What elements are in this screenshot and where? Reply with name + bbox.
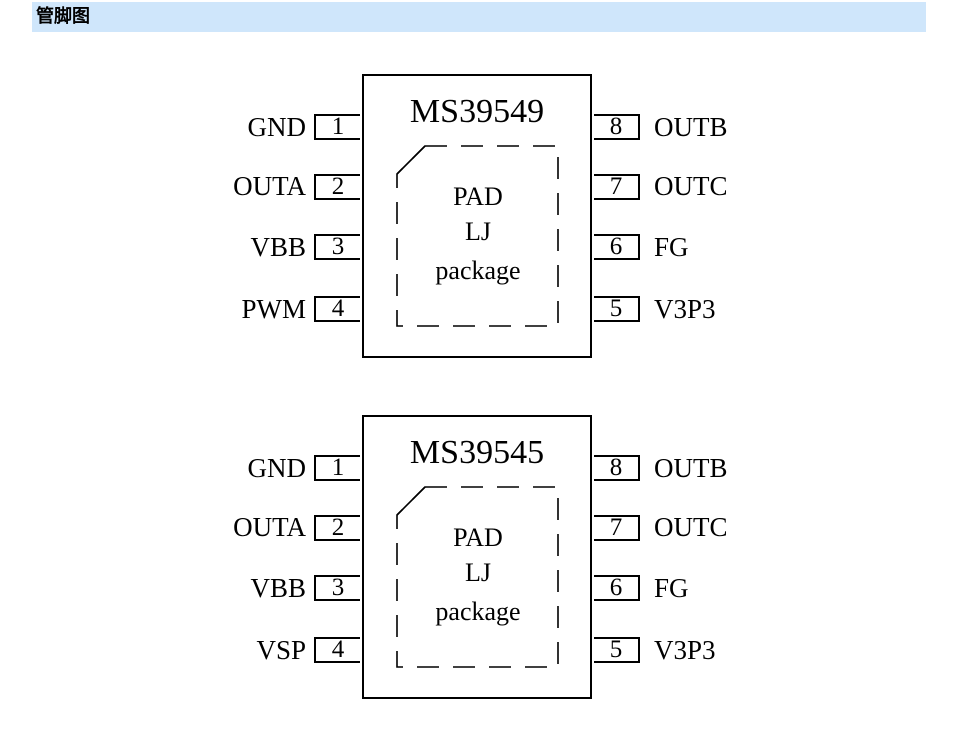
pin-number: 1: [314, 455, 360, 481]
pin-label: OUTC: [654, 512, 728, 542]
pin-label: GND: [247, 112, 307, 142]
chip-body: [362, 415, 592, 699]
pin-label: GND: [247, 453, 307, 483]
section-title: 管脚图: [36, 6, 90, 27]
pad-label: PAD: [453, 523, 503, 552]
pin-label: VBB: [250, 573, 306, 603]
pin-number: 3: [314, 575, 360, 601]
pin-number: 5: [594, 637, 640, 663]
pin-label: PWM: [241, 294, 306, 324]
chip-name: MS39545: [409, 434, 545, 471]
pin-label: VBB: [250, 232, 306, 262]
exposed-pad-outline: [396, 486, 559, 668]
pin-number: 3: [314, 234, 360, 260]
pin-number: 6: [594, 575, 640, 601]
pin-number: 2: [314, 515, 360, 541]
chip-diagram-ms39549: MS39549 PAD LJ package 1 2 3 4 GND OUTA …: [0, 70, 960, 370]
pin-number: 8: [594, 114, 640, 140]
pin-label: OUTA: [233, 171, 306, 201]
pad-label: LJ: [465, 558, 491, 587]
pin-number: 7: [594, 515, 640, 541]
pad-label: LJ: [465, 217, 491, 246]
pin-label: FG: [654, 232, 689, 262]
pad-label: package: [435, 597, 521, 626]
pin-label: V3P3: [654, 294, 716, 324]
chip-body: [362, 74, 592, 358]
pin-number: 8: [594, 455, 640, 481]
section-header-bar: 管脚图: [32, 2, 926, 32]
exposed-pad-outline: [396, 145, 559, 327]
pin-label: FG: [654, 573, 689, 603]
pin-label: OUTB: [654, 112, 728, 142]
pad-label: PAD: [453, 182, 503, 211]
chip-name: MS39549: [409, 93, 545, 130]
pad-label: package: [435, 256, 521, 285]
pin-number: 5: [594, 296, 640, 322]
pin-label: OUTC: [654, 171, 728, 201]
pin-number: 2: [314, 174, 360, 200]
pin-label: OUTB: [654, 453, 728, 483]
pin-number: 6: [594, 234, 640, 260]
pin-label: V3P3: [654, 635, 716, 665]
chip-diagram-ms39545: MS39545 PAD LJ package 1 2 3 4 GND OUTA …: [0, 411, 960, 711]
pin-number: 7: [594, 174, 640, 200]
pin-number: 1: [314, 114, 360, 140]
pin-number: 4: [314, 637, 360, 663]
pin-label: OUTA: [233, 512, 306, 542]
pin-number: 4: [314, 296, 360, 322]
pin-label: VSP: [256, 635, 306, 665]
